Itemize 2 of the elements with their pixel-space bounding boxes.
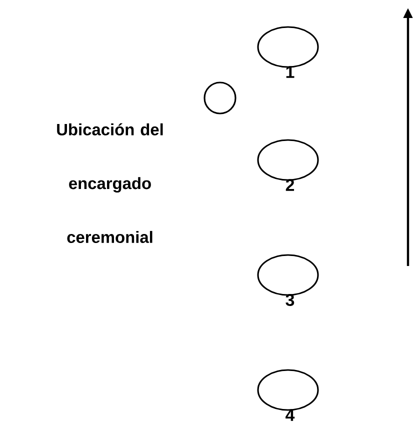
location-label: Ubicación del encargado ceremonial: [57, 123, 163, 243]
small-circle: [204, 82, 236, 114]
